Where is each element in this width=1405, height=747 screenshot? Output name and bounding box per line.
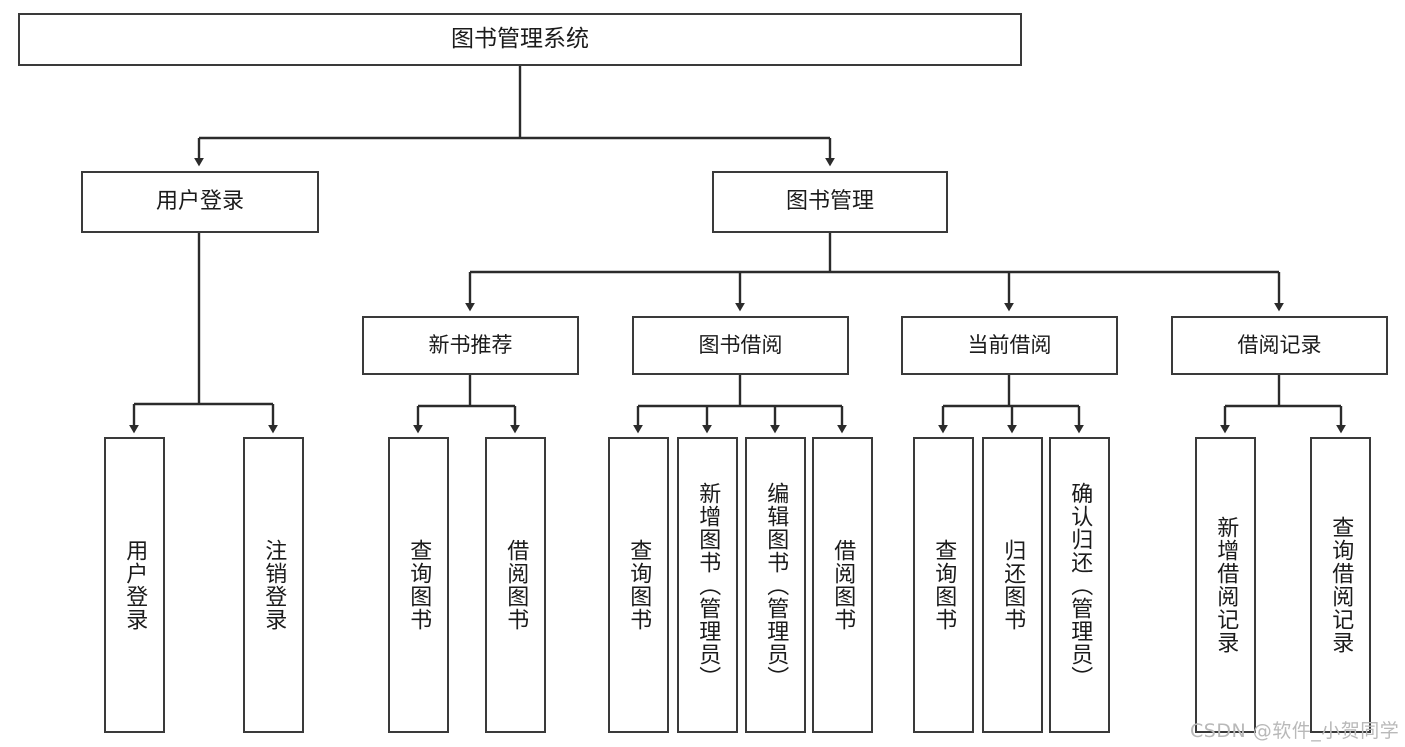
node-leaf-logout-label: 注销登录: [261, 539, 287, 631]
node-leaf-user-login[interactable]: 用户登录: [104, 437, 165, 733]
node-leaf-logout[interactable]: 注销登录: [243, 437, 304, 733]
node-leaf-borrow-book-2-label: 借阅图书: [830, 539, 856, 631]
node-leaf-query-book-2[interactable]: 查询图书: [608, 437, 669, 733]
node-leaf-query-book-1[interactable]: 查询图书: [388, 437, 449, 733]
node-leaf-query-book-1-label: 查询图书: [406, 539, 432, 631]
node-leaf-return-book[interactable]: 归还图书: [982, 437, 1043, 733]
csdn-watermark: CSDN @软件_小贺同学: [1190, 720, 1400, 742]
node-leaf-query-record-label: 查询借阅记录: [1328, 516, 1354, 654]
node-leaf-add-book[interactable]: 新增图书（管理员）: [677, 437, 738, 733]
node-leaf-query-record[interactable]: 查询借阅记录: [1310, 437, 1371, 733]
node-leaf-query-book-3[interactable]: 查询图书: [913, 437, 974, 733]
node-leaf-return-book-label: 归还图书: [1000, 539, 1026, 631]
node-leaf-add-record[interactable]: 新增借阅记录: [1195, 437, 1256, 733]
node-book-borrow[interactable]: 图书借阅: [632, 316, 849, 375]
node-leaf-query-book-2-label: 查询图书: [626, 539, 652, 631]
node-new-book-recommend-label: 新书推荐: [428, 333, 513, 358]
node-leaf-borrow-book-1[interactable]: 借阅图书: [485, 437, 546, 733]
node-leaf-confirm-return[interactable]: 确认归还（管理员）: [1049, 437, 1110, 733]
node-borrow-record-label: 借阅记录: [1237, 333, 1322, 358]
node-user-login[interactable]: 用户登录: [81, 171, 319, 233]
node-leaf-edit-book[interactable]: 编辑图书（管理员）: [745, 437, 806, 733]
node-leaf-confirm-return-label: 确认归还（管理员）: [1067, 481, 1093, 689]
node-book-management-label: 图书管理: [785, 189, 874, 215]
node-book-borrow-label: 图书借阅: [698, 333, 783, 358]
node-leaf-user-login-label: 用户登录: [122, 539, 148, 631]
node-leaf-edit-book-label: 编辑图书（管理员）: [763, 481, 789, 689]
node-leaf-borrow-book-2[interactable]: 借阅图书: [812, 437, 873, 733]
node-borrow-record[interactable]: 借阅记录: [1171, 316, 1388, 375]
node-user-login-label: 用户登录: [155, 189, 244, 215]
node-leaf-add-record-label: 新增借阅记录: [1213, 516, 1239, 654]
node-book-management[interactable]: 图书管理: [712, 171, 948, 233]
node-current-borrow[interactable]: 当前借阅: [901, 316, 1118, 375]
node-root[interactable]: 图书管理系统: [18, 13, 1022, 66]
node-current-borrow-label: 当前借阅: [967, 333, 1052, 358]
node-leaf-query-book-3-label: 查询图书: [931, 539, 957, 631]
node-leaf-add-book-label: 新增图书（管理员）: [695, 481, 721, 689]
node-leaf-borrow-book-1-label: 借阅图书: [503, 539, 529, 631]
node-root-label: 图书管理系统: [451, 25, 589, 52]
node-new-book-recommend[interactable]: 新书推荐: [362, 316, 579, 375]
